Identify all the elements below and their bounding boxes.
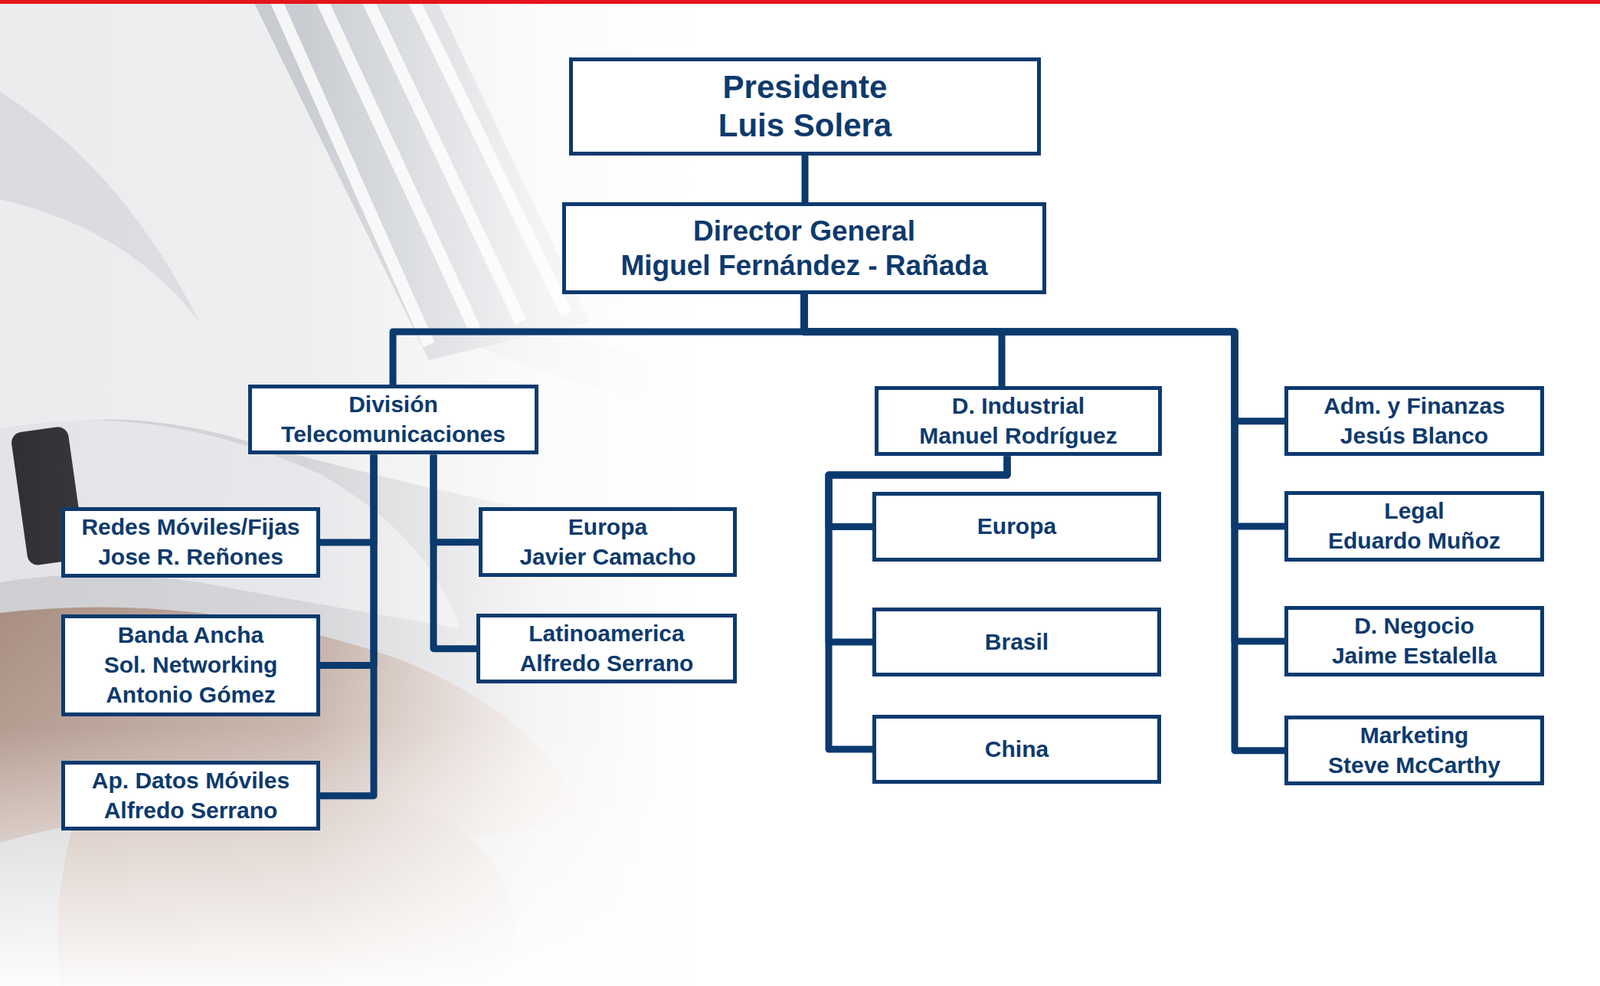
node-name: Jose R. Reñones [98,542,284,573]
director-box: Director GeneralMiguel Fernández - Rañad… [562,202,1047,295]
org-connector [804,294,1002,387]
node-title: D. Industrial [952,391,1085,422]
president-box: PresidenteLuis Solera [569,57,1041,156]
node-title: Latinoamerica [528,618,684,649]
org-connector [320,454,374,543]
org-connector [433,454,479,542]
node-title: D. Negocio [1354,611,1475,642]
region-box: China [872,714,1162,784]
division-box: División Telecomunicaciones [248,384,539,455]
node-name: Eduardo Muñoz [1328,526,1501,557]
node-name: Antonio Gómez [105,680,276,711]
node-title: Banda Ancha Sol. Networking [94,620,288,680]
staff-box: LegalEduardo Muñoz [1284,490,1545,562]
unit-box: Redes Móviles/FijasJose R. Reñones [61,507,321,578]
photo-fade [0,727,766,986]
node-name: Alfredo Serrano [520,648,694,679]
node-name: Manuel Rodríguez [919,421,1117,452]
unit-box: Ap. Datos MóvilesAlfredo Serrano [61,760,321,831]
unit-box: Banda Ancha Sol. NetworkingAntonio Gómez [61,614,321,717]
node-name: Javier Camacho [519,542,696,573]
region-box: Europa [872,491,1162,562]
node-title: Ap. Datos Móviles [91,765,290,796]
node-title: Redes Móviles/Fijas [81,512,300,543]
org-connector [392,294,805,385]
node-title: Presidente [723,68,888,107]
org-connector [801,155,809,203]
org-connector [320,454,374,796]
node-title: Marketing [1360,720,1470,751]
node-title: División Telecomunicaciones [256,389,531,449]
node-name: Miguel Fernández - Rañada [620,248,988,283]
node-title: Europa [977,511,1057,542]
org-connector [320,454,374,665]
node-title: Brasil [984,627,1049,658]
node-name: Steve McCarthy [1328,750,1501,781]
org-connector [433,454,477,648]
region-box: EuropaJavier Camacho [478,507,737,577]
staff-box: D. NegocioJaime Estalella [1284,605,1545,677]
region-box: LatinoamericaAlfredo Serrano [476,613,737,684]
node-title: Adm. y Finanzas [1323,391,1506,422]
node-name: Jesús Blanco [1340,421,1489,452]
node-name: Luis Solera [718,106,892,145]
node-title: Director General [693,213,916,249]
org-connector [804,294,1285,751]
node-name: Jaime Estalella [1331,641,1497,671]
node-title: Europa [568,512,648,543]
region-box: Brasil [872,607,1162,677]
division-box: D. IndustrialManuel Rodríguez [874,386,1162,456]
org-connector [804,294,1285,642]
staff-box: Adm. y FinanzasJesús Blanco [1284,386,1545,456]
node-title: Legal [1384,496,1444,527]
node-name: Alfredo Serrano [104,795,279,826]
staff-box: MarketingSteve McCarthy [1284,715,1545,786]
node-title: China [984,734,1049,765]
top-rule [0,0,1600,4]
